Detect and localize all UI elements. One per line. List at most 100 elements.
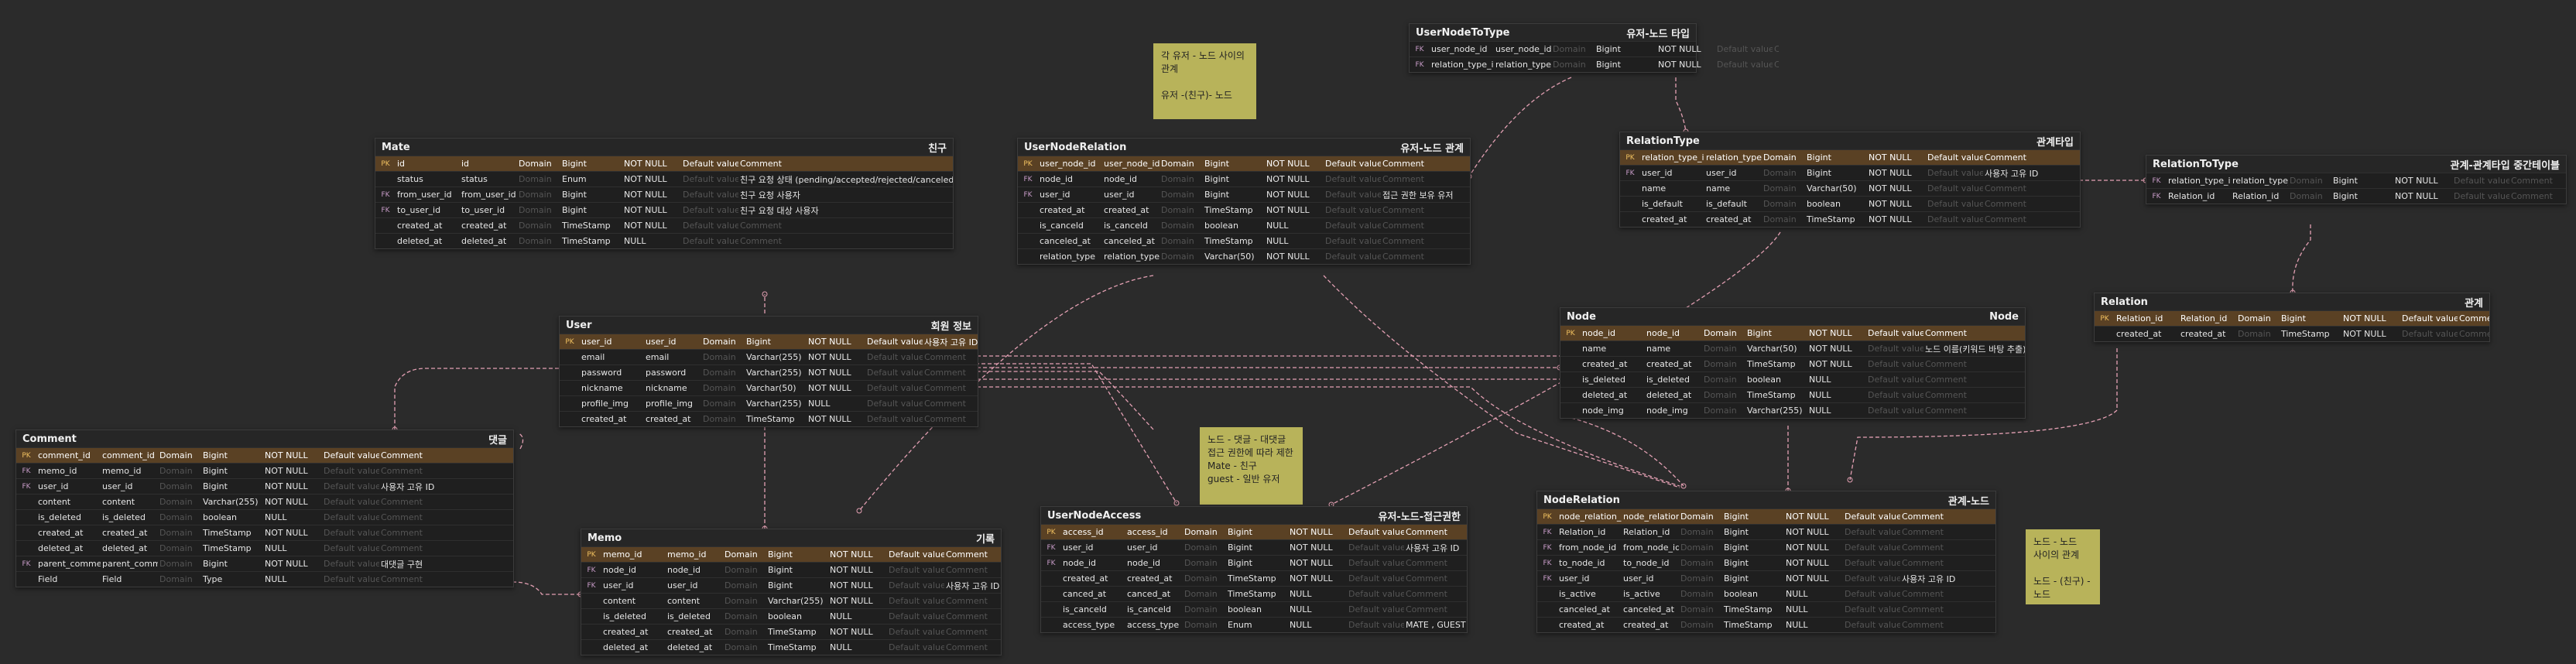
column-nullable: NULL: [830, 611, 852, 621]
foreign-key-icon: FK: [1543, 528, 1552, 536]
column-row[interactable]: FKrelation_type_idrelation_type_idDomain…: [2146, 173, 2566, 188]
column-row[interactable]: PKrelation_type_idrelation_type_idDomain…: [1620, 149, 2080, 165]
column-row[interactable]: PKnode_relation_idnode_relation_idDomain…: [1537, 508, 1995, 524]
memo-access[interactable]: 노드 - 댓글 - 대댓글 접근 권한에 따라 제한 Mate - 친구 gue…: [1200, 427, 1303, 505]
memo-user-node[interactable]: 각 유저 - 노드 사이의 관계 유저 -(친구)- 노드: [1153, 43, 1256, 119]
column-logical-name: deleted_at: [1646, 390, 1692, 400]
column-row[interactable]: FKparent_comment_idparent_comment_idDoma…: [16, 556, 513, 571]
column-comment: Comment: [1382, 159, 1424, 169]
column-default: Default value: [867, 383, 923, 393]
column-row[interactable]: FKrelation_type_idrelation_type_idDomain…: [1410, 56, 1779, 72]
memo-node-relation[interactable]: 노드 - 노드 사이의 관계 노드 - (친구) - 노드: [2026, 529, 2100, 604]
table-node-relation[interactable]: NodeRelation관계-노드PKnode_relation_idnode_…: [1536, 491, 1996, 633]
column-logical-name: parent_comment_id: [102, 559, 158, 569]
